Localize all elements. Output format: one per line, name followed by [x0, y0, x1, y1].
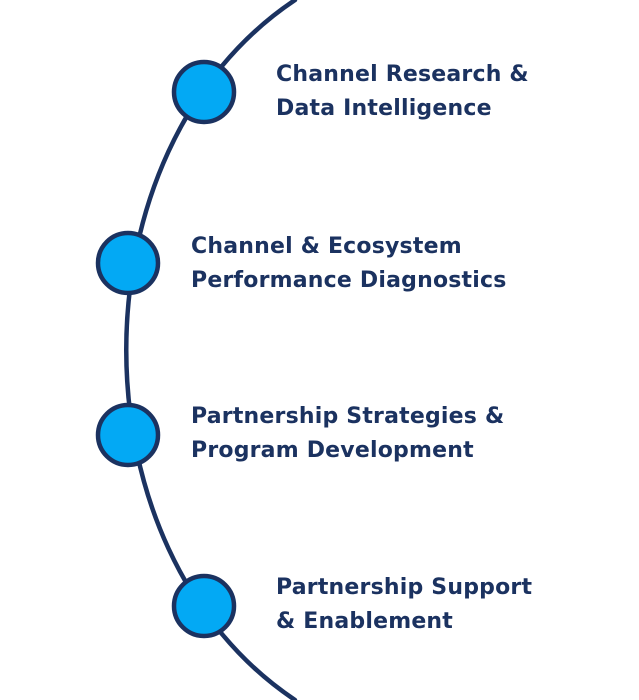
timeline-label-1: Channel Research & Data Intelligence	[276, 58, 529, 126]
timeline-label-4-line-2: & Enablement	[276, 609, 454, 634]
timeline-label-1-line-2: Data Intelligence	[276, 96, 492, 121]
timeline-label-2-line-2: Performance Diagnostics	[191, 268, 507, 293]
timeline-label-1-line-1: Channel Research &	[276, 62, 529, 87]
timeline-node-2	[95, 230, 161, 296]
timeline-node-4	[171, 573, 237, 639]
timeline-label-2: Channel & Ecosystem Performance Diagnost…	[191, 230, 507, 298]
timeline-label-3-line-1: Partnership Strategies &	[191, 404, 505, 429]
timeline-label-2-line-1: Channel & Ecosystem	[191, 234, 462, 259]
timeline-label-4-line-1: Partnership Support	[276, 575, 533, 600]
timeline-node-3	[95, 402, 161, 468]
timeline-node-1	[171, 59, 237, 125]
timeline-label-3-line-2: Program Development	[191, 438, 474, 463]
timeline-label-4: Partnership Support & Enablement	[276, 571, 532, 639]
timeline-label-3: Partnership Strategies & Program Develop…	[191, 400, 504, 468]
